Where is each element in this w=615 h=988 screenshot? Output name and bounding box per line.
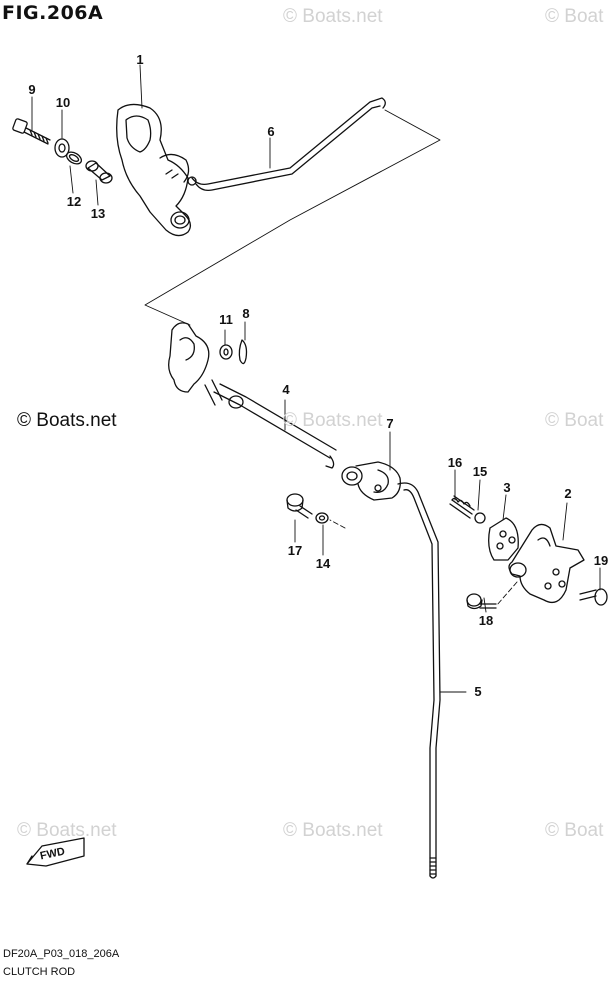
washer-part-14 [315, 512, 329, 524]
watermark: © Boats.net [17, 820, 117, 841]
cotter-pin-part-8 [238, 339, 248, 365]
callout-8: 8 [242, 306, 250, 321]
callout-6: 6 [267, 124, 275, 139]
callout-11: 11 [219, 312, 233, 327]
rod-joint-part-7 [341, 461, 401, 501]
callout-4: 4 [282, 382, 290, 397]
watermark-dark: © Boats.net [17, 410, 117, 431]
fwd-arrow-icon [26, 837, 85, 867]
ball-part-15 [474, 512, 486, 524]
callout-16: 16 [447, 455, 463, 470]
leader-lines [31, 64, 601, 693]
bolt-part-18 [466, 593, 497, 610]
spring-part-16 [449, 495, 475, 519]
callout-18: 18 [478, 613, 494, 628]
callout-19: 19 [593, 553, 609, 568]
watermark: © Boat [545, 6, 604, 27]
callout-13: 13 [90, 206, 106, 221]
callout-5: 5 [474, 684, 482, 699]
figure-code: DF20A_P03_018_206A [3, 948, 120, 960]
callout-14: 14 [315, 556, 331, 571]
watermark: © Boats.net [283, 410, 383, 431]
collar-part-13 [85, 160, 113, 184]
shift-rod-part-6 [187, 97, 386, 192]
callout-17: 17 [287, 543, 303, 558]
o-ring-part-12 [65, 151, 83, 165]
shift-lever-part-2 [508, 523, 585, 604]
callout-3: 3 [503, 480, 511, 495]
bolt-part-9 [12, 118, 51, 145]
callout-12: 12 [66, 194, 82, 209]
callout-7: 7 [386, 416, 394, 431]
figure-title: FIG.206A [2, 2, 104, 24]
figure-name: CLUTCH ROD [3, 966, 76, 978]
watermark: © Boat [545, 410, 604, 431]
callout-10: 10 [55, 95, 71, 110]
callout-2: 2 [564, 486, 572, 501]
clutch-lever-part-1 [116, 103, 192, 237]
callout-9: 9 [28, 82, 36, 97]
clutch-rod-part-5 [397, 482, 441, 879]
bolt-part-17 [286, 493, 313, 519]
callout-1: 1 [136, 52, 144, 67]
washer-part-10 [54, 138, 70, 158]
washer-part-11 [219, 344, 233, 360]
callout-15: 15 [472, 464, 488, 479]
watermark: © Boats.net [283, 6, 383, 27]
detent-block-part-3 [488, 517, 519, 561]
watermark: © Boat [545, 820, 604, 841]
clutch-shaft-part-4 [168, 322, 337, 469]
bolt-part-19 [579, 588, 608, 606]
watermark: © Boats.net [283, 820, 383, 841]
